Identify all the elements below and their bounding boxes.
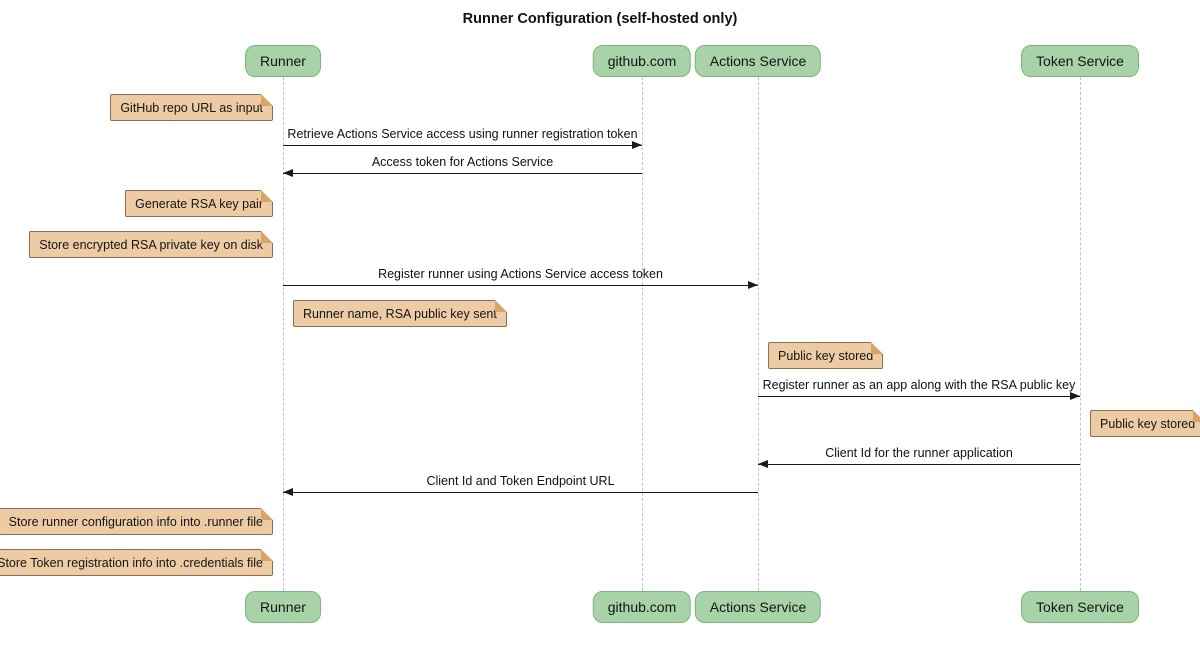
folded-corner xyxy=(261,94,273,106)
message-label: Retrieve Actions Service access using ru… xyxy=(287,127,638,141)
participant-github-bottom: github.com xyxy=(592,591,692,623)
participant-runner-top: Runner xyxy=(245,45,321,77)
folded-corner xyxy=(261,190,273,202)
lifeline-github xyxy=(642,77,643,591)
lifeline-actions xyxy=(758,77,759,591)
folded-corner xyxy=(871,342,884,354)
participant-token-bottom: Token Service xyxy=(1021,591,1139,623)
message-line xyxy=(283,285,758,286)
message-label: Register runner as an app along with the… xyxy=(762,378,1076,392)
message-line xyxy=(283,145,642,146)
arrowhead-icon xyxy=(632,141,642,149)
arrowhead-icon xyxy=(283,488,293,496)
folded-corner xyxy=(261,231,273,243)
lifeline-runner xyxy=(283,77,284,591)
note-text: Public key stored xyxy=(1100,416,1196,431)
note-text: Public key stored xyxy=(778,348,874,363)
note: GitHub repo URL as input xyxy=(110,94,273,121)
note-text: Store Token registration info into .cred… xyxy=(0,555,263,570)
participant-token-top: Token Service xyxy=(1021,45,1139,77)
note: Runner name, RSA public key sent xyxy=(293,300,507,327)
participant-actions-bottom: Actions Service xyxy=(694,591,822,623)
folded-corner xyxy=(261,508,273,520)
note: Public key stored xyxy=(1090,410,1200,437)
message-label: Client Id for the runner application xyxy=(825,446,1013,460)
participant-actions-top: Actions Service xyxy=(694,45,822,77)
note-text: Generate RSA key pair xyxy=(135,196,263,211)
message-line xyxy=(758,396,1080,397)
note: Store Token registration info into .cred… xyxy=(0,549,273,576)
folded-corner xyxy=(261,549,273,561)
note: Generate RSA key pair xyxy=(125,190,273,217)
message-label: Access token for Actions Service xyxy=(371,155,554,169)
arrowhead-icon xyxy=(283,169,293,177)
note: Store runner configuration info into .ru… xyxy=(0,508,273,535)
note-text: Store runner configuration info into .ru… xyxy=(8,514,263,529)
arrowhead-icon xyxy=(748,281,758,289)
lifeline-token xyxy=(1080,77,1081,591)
note: Public key stored xyxy=(768,342,884,369)
note-text: Store encrypted RSA private key on disk xyxy=(39,237,263,252)
message-line xyxy=(283,492,758,493)
note-text: Runner name, RSA public key sent xyxy=(303,306,497,321)
folded-corner xyxy=(1193,410,1200,422)
arrowhead-icon xyxy=(758,460,768,468)
message-line xyxy=(758,464,1080,465)
diagram-title: Runner Configuration (self-hosted only) xyxy=(462,11,738,27)
folded-corner xyxy=(494,300,507,312)
message-label: Client Id and Token Endpoint URL xyxy=(426,474,615,488)
message-line xyxy=(283,173,642,174)
participant-runner-bottom: Runner xyxy=(245,591,321,623)
message-label: Register runner using Actions Service ac… xyxy=(378,267,663,281)
arrowhead-icon xyxy=(1070,392,1080,400)
participant-github-top: github.com xyxy=(592,45,692,77)
note: Store encrypted RSA private key on disk xyxy=(29,231,273,258)
note-text: GitHub repo URL as input xyxy=(120,100,263,115)
